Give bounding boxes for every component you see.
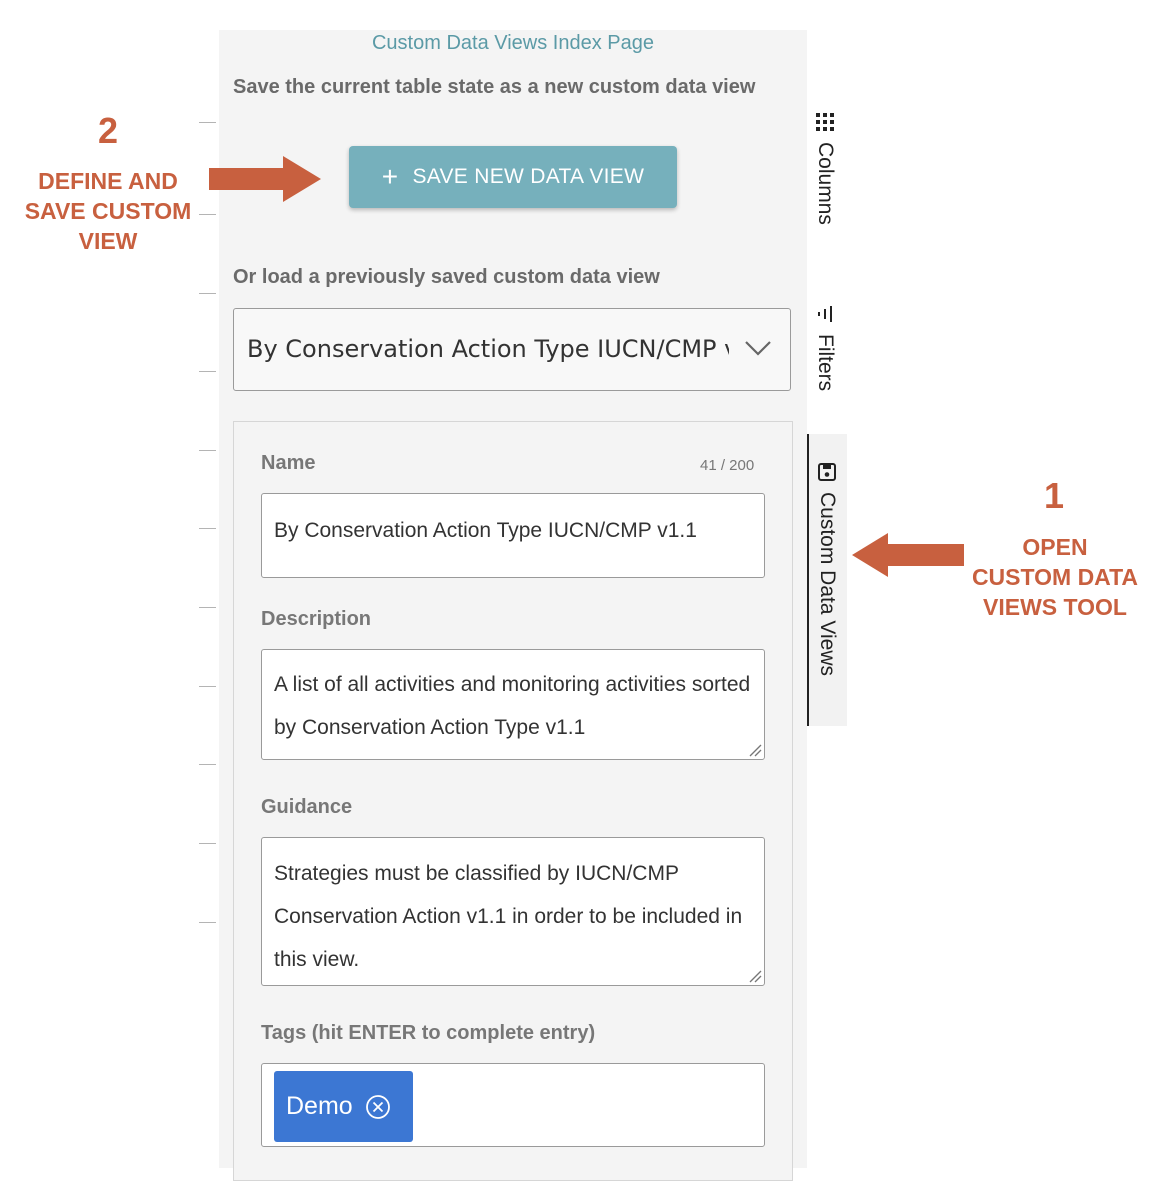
description-textarea-value: A list of all activities and monitoring … [274, 673, 751, 739]
close-circle-icon[interactable] [365, 1094, 391, 1120]
row-tick [199, 607, 216, 608]
row-tick [199, 122, 216, 123]
save-button-label: SAVE NEW DATA VIEW [412, 165, 645, 188]
annotation-arrow-right [209, 156, 321, 202]
saved-view-select[interactable]: By Conservation Action Type IUCN/CMP v1.… [233, 308, 791, 391]
guidance-label: Guidance [261, 796, 353, 818]
save-new-data-view-button[interactable]: + SAVE NEW DATA VIEW [349, 146, 677, 208]
tab-columns[interactable]: Columns [807, 112, 845, 242]
row-tick [199, 293, 216, 294]
saved-view-select-value: By Conservation Action Type IUCN/CMP v1.… [247, 335, 729, 363]
tab-custom-data-views-label: Custom Data Views [816, 492, 839, 677]
name-label: Name [261, 452, 316, 474]
tab-filters[interactable]: Filters [807, 304, 845, 414]
annotation-step-2-text: DEFINE AND SAVE CUSTOM VIEW [24, 168, 192, 254]
annotation-step-1-text: OPEN CUSTOM DATA VIEWS TOOL [971, 534, 1139, 620]
name-char-counter: 41 / 200 [700, 457, 755, 474]
resize-handle-icon[interactable] [748, 743, 762, 757]
row-tick [199, 450, 216, 451]
name-input-value: By Conservation Action Type IUCN/CMP v1.… [274, 519, 697, 542]
row-tick [199, 214, 216, 215]
guidance-textarea[interactable]: Strategies must be classified by IUCN/CM… [261, 837, 765, 986]
annotation-step-1-number: 1 [1043, 475, 1065, 516]
annotation-arrow-left [852, 533, 964, 577]
floppy-disk-icon [818, 463, 836, 481]
annotation-step-2-number: 2 [97, 110, 119, 151]
row-tick [199, 764, 216, 765]
columns-grid-icon [816, 113, 834, 131]
tags-label: Tags (hit ENTER to complete entry) [261, 1022, 596, 1044]
custom-data-views-index-link[interactable]: Custom Data Views Index Page [371, 32, 654, 54]
description-textarea[interactable]: A list of all activities and monitoring … [261, 649, 765, 760]
tab-custom-data-views[interactable]: Custom Data Views [807, 434, 847, 726]
chevron-down-icon [745, 341, 771, 356]
row-tick [199, 922, 216, 923]
row-tick [199, 843, 216, 844]
filter-icon [818, 306, 832, 322]
tab-filters-label: Filters [814, 334, 837, 392]
tag-chip-label: Demo [286, 1092, 353, 1120]
description-label: Description [261, 608, 372, 630]
row-tick [199, 528, 216, 529]
load-view-hint: Or load a previously saved custom data v… [233, 266, 660, 288]
plus-icon: + [381, 161, 399, 192]
name-input[interactable]: By Conservation Action Type IUCN/CMP v1.… [261, 493, 765, 578]
save-view-hint: Save the current table state as a new cu… [233, 76, 756, 98]
tag-chip: Demo [274, 1071, 413, 1142]
guidance-textarea-value: Strategies must be classified by IUCN/CM… [274, 862, 743, 971]
row-tick [199, 371, 216, 372]
side-tool-tabs: Columns Filters Custom Data Views [807, 30, 847, 1168]
resize-handle-icon[interactable] [748, 969, 762, 983]
row-tick [199, 686, 216, 687]
tab-columns-label: Columns [814, 142, 837, 225]
